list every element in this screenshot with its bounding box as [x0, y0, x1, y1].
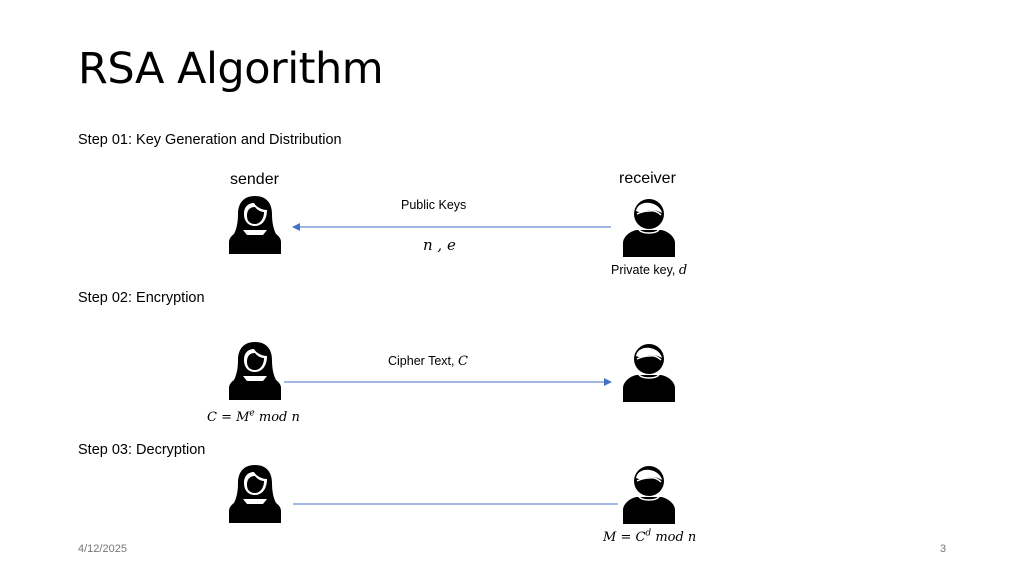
cipher-text-label: Cipher Text, C	[388, 354, 468, 369]
woman-user-icon	[229, 196, 281, 254]
encryption-formula-lhs: C = M	[207, 410, 250, 425]
footer-date: 4/12/2025	[78, 543, 127, 555]
private-key-label: Private key, d	[611, 263, 687, 278]
step3-heading: Step 03: Decryption	[78, 442, 206, 458]
decryption-formula-rhs: mod n	[651, 530, 697, 545]
woman-user-icon	[229, 465, 281, 523]
public-keys-label: Public Keys	[401, 198, 467, 212]
encryption-formula-exponent: e	[249, 408, 255, 419]
public-key-values: n , e	[423, 236, 456, 254]
step2-heading: Step 02: Encryption	[78, 290, 205, 306]
cipher-text-symbol: C	[457, 354, 468, 369]
cipher-text-text: Cipher Text,	[388, 354, 458, 368]
receiver-label: receiver	[619, 170, 676, 187]
man-user-icon	[623, 344, 675, 402]
slide-title: RSA Algorithm	[78, 44, 384, 94]
man-user-icon	[623, 466, 675, 524]
sender-label: sender	[230, 171, 279, 188]
footer-page-number: 3	[940, 543, 947, 555]
private-key-symbol: d	[678, 263, 688, 278]
man-user-icon	[623, 199, 675, 257]
step1-heading: Step 01: Key Generation and Distribution	[78, 132, 342, 148]
decryption-formula-exponent: d	[645, 528, 652, 539]
encryption-formula: C = Me mod n	[207, 408, 300, 425]
decryption-formula-lhs: M = C	[603, 530, 646, 545]
woman-user-icon	[229, 342, 281, 400]
private-key-text: Private key,	[611, 263, 679, 277]
encryption-formula-rhs: mod n	[254, 410, 300, 425]
decryption-formula: M = Cd mod n	[603, 528, 697, 545]
